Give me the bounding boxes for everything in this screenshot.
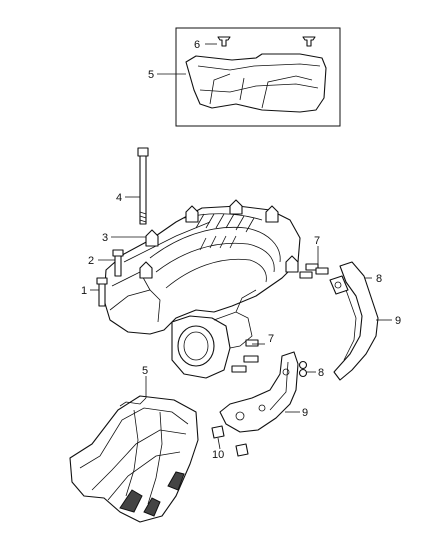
manifold-stud xyxy=(137,147,149,225)
callout-8-lower: 8 xyxy=(318,367,324,379)
callout-9-right: 9 xyxy=(395,315,401,327)
callout-2: 2 xyxy=(88,255,94,267)
callout-5-inset: 5 xyxy=(148,69,154,81)
nut-set-upper xyxy=(299,263,329,279)
engine-cover xyxy=(69,395,199,523)
callout-6: 6 xyxy=(194,39,200,51)
callout-3: 3 xyxy=(102,232,108,244)
sensor-stud xyxy=(112,249,124,277)
callout-1: 1 xyxy=(81,285,87,297)
leader-10 xyxy=(217,437,221,450)
callout-4: 4 xyxy=(116,192,122,204)
inset-panel xyxy=(157,27,341,127)
fastener-a xyxy=(211,425,225,439)
push-pin-right xyxy=(302,36,316,47)
nut-pair-lower xyxy=(298,360,308,378)
callout-5-cover: 5 xyxy=(142,365,148,377)
manifold-bolt xyxy=(96,277,108,307)
fastener-b xyxy=(235,443,249,457)
callout-9-lower: 9 xyxy=(302,407,308,419)
inset-frame xyxy=(175,27,341,127)
callout-10: 10 xyxy=(212,449,224,461)
push-pin-left xyxy=(217,36,231,47)
bracket-right xyxy=(329,261,379,381)
intake-manifold xyxy=(103,199,301,379)
inset-cover xyxy=(185,53,327,113)
callout-8-upper: 8 xyxy=(376,273,382,285)
bracket-lower xyxy=(219,351,299,433)
nut-set-lower xyxy=(231,339,259,373)
callout-7-lower: 7 xyxy=(268,333,274,345)
callout-7-upper: 7 xyxy=(314,235,320,247)
